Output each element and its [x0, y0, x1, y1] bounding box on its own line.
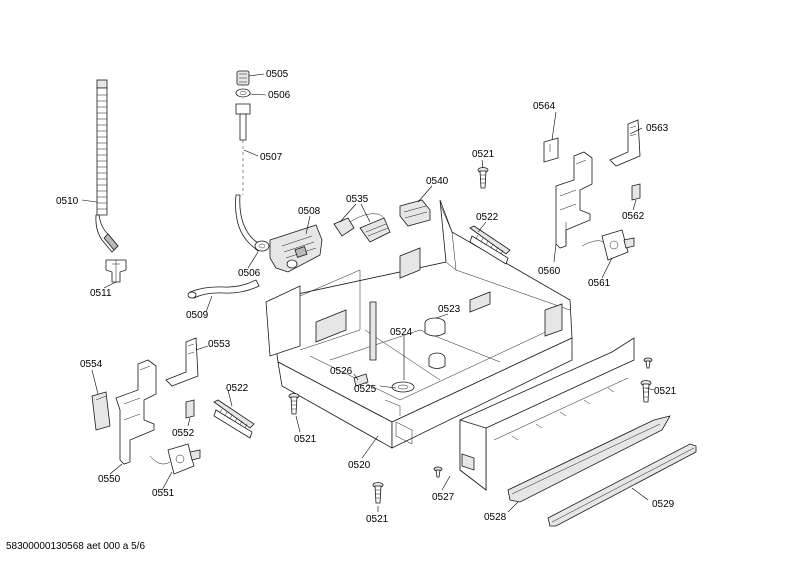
spring-part	[469, 225, 511, 265]
part-label: 0540	[426, 176, 449, 187]
part-label: 0552	[172, 428, 195, 439]
spring-part	[213, 399, 255, 439]
part-label: 0507	[260, 152, 283, 163]
inlet-valve-part	[254, 224, 323, 273]
front-panel-part	[459, 337, 635, 491]
part-label: 0560	[538, 266, 561, 277]
drain-hose-part	[95, 79, 119, 253]
inlet-hose-part	[235, 103, 263, 252]
part-label: 0523	[438, 304, 461, 315]
part-label: 0553	[208, 339, 231, 350]
cable-harness-part	[333, 213, 391, 243]
part-label: 0508	[298, 206, 321, 217]
bracket-part	[165, 337, 199, 387]
part-label: 0563	[646, 123, 669, 134]
part-label: 0521	[654, 386, 677, 397]
level-hose-part	[369, 301, 377, 361]
inlet-cap-part	[236, 70, 250, 86]
part-label: 0525	[354, 384, 377, 395]
bracket-clip-part	[185, 399, 195, 419]
part-label: 0506	[238, 268, 261, 279]
connector-block-part	[399, 199, 431, 227]
leader-lines	[81, 73, 655, 513]
hose-clip-part	[105, 259, 127, 283]
part-label: 0527	[432, 492, 455, 503]
switch-part	[149, 443, 201, 475]
part-label: 0550	[98, 474, 121, 485]
mounting-bracket-part	[555, 151, 593, 249]
mounting-bracket-part	[115, 359, 157, 465]
base-tray-part	[265, 199, 573, 449]
part-label: 0521	[294, 434, 317, 445]
bracket-part	[543, 137, 559, 163]
part-label: 0524	[390, 327, 413, 338]
tray-clip-part	[353, 373, 369, 387]
cover-part	[91, 391, 111, 431]
part-label: 0564	[533, 101, 556, 112]
part-label: 0510	[56, 196, 79, 207]
part-label: 0506	[268, 90, 291, 101]
part-label: 0511	[90, 288, 112, 299]
part-labels: 0505 0506 0507 0510 0511 0508 0506 0509 …	[56, 69, 677, 525]
screw-part	[477, 167, 489, 189]
screw-part	[640, 380, 652, 403]
part-label: 0505	[266, 69, 289, 80]
float-switch-part	[391, 381, 415, 393]
screw-part	[288, 393, 300, 415]
part-label: 0535	[346, 194, 369, 205]
part-label: 0509	[186, 310, 209, 321]
part-label: 0561	[588, 278, 611, 289]
trim-strip-part	[547, 443, 697, 527]
part-label: 0551	[152, 488, 175, 499]
pump-sump-part	[424, 317, 446, 369]
part-label: 0528	[484, 512, 507, 523]
part-label: 0520	[348, 460, 371, 471]
part-label: 0521	[472, 149, 495, 160]
kick-plate-part	[507, 415, 671, 503]
part-label: 0562	[622, 211, 645, 222]
part-label: 0522	[226, 383, 249, 394]
small-screw-part	[643, 357, 653, 369]
bracket-part	[609, 119, 641, 167]
part-label: 0521	[366, 514, 389, 525]
small-screw-part	[433, 466, 443, 478]
bracket-clip-part	[631, 183, 641, 201]
drawing-reference: 58300000130568 aet 000 a 5/6	[6, 541, 146, 552]
part-label: 0526	[330, 366, 353, 377]
switch-part	[581, 229, 635, 261]
part-label: 0522	[476, 212, 499, 223]
part-label: 0529	[652, 499, 675, 510]
screw-part	[372, 482, 384, 504]
connection-hose-part	[187, 279, 260, 299]
seal-ring-part	[235, 88, 251, 98]
part-label: 0554	[80, 359, 103, 370]
